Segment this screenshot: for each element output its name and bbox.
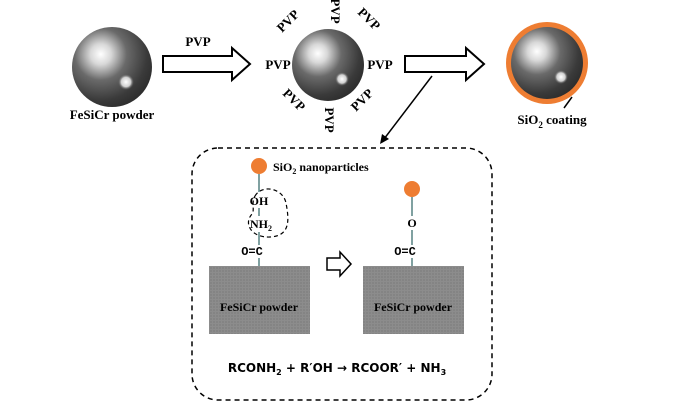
powder-block-right-label: FeSiCr powder bbox=[374, 300, 453, 314]
detail-pointer-arrow bbox=[380, 75, 433, 144]
oh-label: OH bbox=[250, 194, 269, 208]
arrow-pvp-label: PVP bbox=[185, 34, 210, 49]
powder-block-right bbox=[363, 266, 464, 334]
reaction-arrow bbox=[326, 250, 353, 278]
pvp-tag-top: PVP bbox=[328, 0, 343, 24]
pvp-tag-right: PVP bbox=[367, 57, 392, 72]
arrow-coating-step bbox=[404, 45, 486, 83]
sio2-coated-sphere bbox=[506, 22, 588, 104]
pvp-tag-top-right: PVP bbox=[355, 5, 384, 34]
pvp-tag-top-left: PVP bbox=[274, 7, 303, 36]
reaction-equation: RCONH2 + R′OH → RCOOR′ + NH3 bbox=[228, 361, 446, 377]
powder-block-left bbox=[209, 266, 310, 334]
ester-o-label: O bbox=[407, 216, 416, 230]
coating-label: SiO2 coating bbox=[517, 112, 587, 130]
nanoparticle-right bbox=[404, 181, 420, 197]
bare-powder-label: FeSiCr powder bbox=[70, 107, 155, 122]
pvp-coated-sphere bbox=[292, 29, 364, 101]
arrow-pvp-step bbox=[162, 45, 252, 83]
interaction-dashed-loop bbox=[247, 188, 289, 238]
bare-powder-sphere bbox=[72, 27, 152, 107]
carbonyl-left-label: O=C bbox=[241, 245, 263, 259]
coating-pointer bbox=[563, 96, 573, 109]
nanoparticle-label: SiO2 nanoparticles bbox=[273, 160, 369, 176]
carbonyl-right-label: O=C bbox=[394, 245, 416, 259]
pvp-tag-bottom: PVP bbox=[322, 107, 337, 132]
nh2-label: NH2 bbox=[250, 217, 272, 233]
nanoparticle-left bbox=[251, 158, 267, 174]
powder-block-left-label: FeSiCr powder bbox=[220, 300, 299, 314]
detail-box bbox=[191, 147, 493, 401]
pvp-tag-left: PVP bbox=[265, 57, 290, 72]
